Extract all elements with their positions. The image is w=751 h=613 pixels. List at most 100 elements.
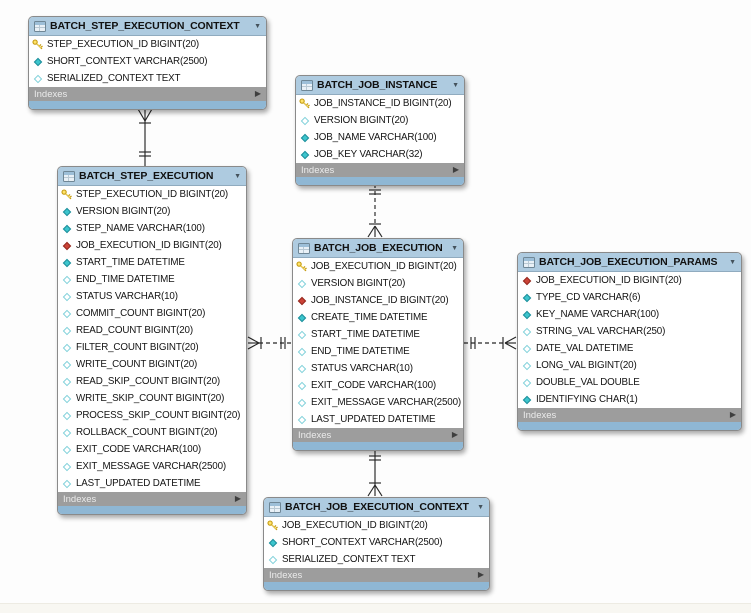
notnull-column-icon bbox=[299, 132, 310, 143]
nullable-column-icon bbox=[521, 377, 532, 388]
table-header[interactable]: BATCH_JOB_INSTANCE▼ bbox=[296, 76, 464, 95]
column-row[interactable]: READ_COUNT BIGINT(20) bbox=[58, 322, 246, 339]
table-batch_job_execution_context: BATCH_JOB_EXECUTION_CONTEXT▼JOB_EXECUTIO… bbox=[263, 497, 490, 591]
column-row[interactable]: FILTER_COUNT BIGINT(20) bbox=[58, 339, 246, 356]
table-bottom-bar bbox=[293, 442, 463, 450]
column-row[interactable]: SHORT_CONTEXT VARCHAR(2500) bbox=[264, 534, 489, 551]
column-row[interactable]: SERIALIZED_CONTEXT TEXT bbox=[264, 551, 489, 568]
nullable-column-icon bbox=[521, 343, 532, 354]
nullable-column-icon bbox=[521, 326, 532, 337]
column-row[interactable]: SERIALIZED_CONTEXT TEXT bbox=[29, 70, 266, 87]
indexes-row[interactable]: Indexes▶ bbox=[296, 163, 464, 177]
collapse-caret-icon[interactable]: ▼ bbox=[254, 22, 261, 30]
indexes-row[interactable]: Indexes▶ bbox=[518, 408, 741, 422]
column-row[interactable]: DOUBLE_VAL DOUBLE bbox=[518, 374, 741, 391]
expand-arrow-icon[interactable]: ▶ bbox=[452, 165, 459, 174]
notnull-column-icon bbox=[61, 223, 72, 234]
column-row[interactable]: READ_SKIP_COUNT BIGINT(20) bbox=[58, 373, 246, 390]
primary-key-icon bbox=[296, 261, 307, 272]
column-row[interactable]: JOB_EXECUTION_ID BIGINT(20) bbox=[518, 272, 741, 289]
connector-rel_jobinstance_jobexec[interactable] bbox=[367, 184, 383, 238]
column-row[interactable]: CREATE_TIME DATETIME bbox=[293, 309, 463, 326]
nullable-column-icon bbox=[296, 414, 307, 425]
connector-rel_jobexec_params[interactable] bbox=[464, 336, 517, 350]
column-row[interactable]: EXIT_CODE VARCHAR(100) bbox=[293, 377, 463, 394]
indexes-row[interactable]: Indexes▶ bbox=[29, 87, 266, 101]
column-row[interactable]: START_TIME DATETIME bbox=[293, 326, 463, 343]
column-row[interactable]: EXIT_MESSAGE VARCHAR(2500) bbox=[58, 458, 246, 475]
column-row[interactable]: IDENTIFYING CHAR(1) bbox=[518, 391, 741, 408]
expand-arrow-icon[interactable]: ▶ bbox=[234, 494, 241, 503]
column-row[interactable]: STEP_NAME VARCHAR(100) bbox=[58, 220, 246, 237]
column-label: JOB_EXECUTION_ID BIGINT(20) bbox=[311, 261, 457, 272]
column-row[interactable]: END_TIME DATETIME bbox=[58, 271, 246, 288]
column-row[interactable]: JOB_KEY VARCHAR(32) bbox=[296, 146, 464, 163]
column-row[interactable]: END_TIME DATETIME bbox=[293, 343, 463, 360]
column-row[interactable]: STEP_EXECUTION_ID BIGINT(20) bbox=[29, 36, 266, 53]
column-row[interactable]: SHORT_CONTEXT VARCHAR(2500) bbox=[29, 53, 266, 70]
column-row[interactable]: JOB_INSTANCE_ID BIGINT(20) bbox=[293, 292, 463, 309]
column-label: EXIT_MESSAGE VARCHAR(2500) bbox=[311, 397, 461, 408]
column-row[interactable]: LAST_UPDATED DATETIME bbox=[293, 411, 463, 428]
indexes-row[interactable]: Indexes▶ bbox=[293, 428, 463, 442]
column-row[interactable]: VERSION BIGINT(20) bbox=[58, 203, 246, 220]
table-header[interactable]: BATCH_JOB_EXECUTION▼ bbox=[293, 239, 463, 258]
collapse-caret-icon[interactable]: ▼ bbox=[452, 81, 459, 89]
connector-rel_jobexec_stepexec[interactable] bbox=[247, 336, 292, 350]
column-row[interactable]: JOB_INSTANCE_ID BIGINT(20) bbox=[296, 95, 464, 112]
collapse-caret-icon[interactable]: ▼ bbox=[451, 244, 458, 252]
column-row[interactable]: STATUS VARCHAR(10) bbox=[293, 360, 463, 377]
indexes-row[interactable]: Indexes▶ bbox=[264, 568, 489, 582]
column-row[interactable]: STEP_EXECUTION_ID BIGINT(20) bbox=[58, 186, 246, 203]
column-label: READ_SKIP_COUNT BIGINT(20) bbox=[76, 376, 220, 387]
column-row[interactable]: DATE_VAL DATETIME bbox=[518, 340, 741, 357]
column-row[interactable]: ROLLBACK_COUNT BIGINT(20) bbox=[58, 424, 246, 441]
column-label: VERSION BIGINT(20) bbox=[311, 278, 406, 289]
column-label: CREATE_TIME DATETIME bbox=[311, 312, 428, 323]
table-header[interactable]: BATCH_JOB_EXECUTION_CONTEXT▼ bbox=[264, 498, 489, 517]
column-row[interactable]: COMMIT_COUNT BIGINT(20) bbox=[58, 305, 246, 322]
expand-arrow-icon[interactable]: ▶ bbox=[729, 410, 736, 419]
connector-rel_stepexec_stepctx[interactable] bbox=[137, 108, 153, 166]
table-header[interactable]: BATCH_JOB_EXECUTION_PARAMS▼ bbox=[518, 253, 741, 272]
column-row[interactable]: VERSION BIGINT(20) bbox=[296, 112, 464, 129]
column-label: STEP_EXECUTION_ID BIGINT(20) bbox=[47, 39, 200, 50]
expand-arrow-icon[interactable]: ▶ bbox=[477, 570, 484, 579]
column-row[interactable]: WRITE_SKIP_COUNT BIGINT(20) bbox=[58, 390, 246, 407]
primary-key-icon bbox=[267, 520, 278, 531]
column-row[interactable]: EXIT_CODE VARCHAR(100) bbox=[58, 441, 246, 458]
column-row[interactable]: WRITE_COUNT BIGINT(20) bbox=[58, 356, 246, 373]
indexes-row[interactable]: Indexes▶ bbox=[58, 492, 246, 506]
column-row[interactable]: LONG_VAL BIGINT(20) bbox=[518, 357, 741, 374]
table-bottom-bar bbox=[296, 177, 464, 185]
column-label: KEY_NAME VARCHAR(100) bbox=[536, 309, 659, 320]
column-row[interactable]: JOB_EXECUTION_ID BIGINT(20) bbox=[264, 517, 489, 534]
column-row[interactable]: JOB_NAME VARCHAR(100) bbox=[296, 129, 464, 146]
table-header[interactable]: BATCH_STEP_EXECUTION▼ bbox=[58, 167, 246, 186]
column-row[interactable]: VERSION BIGINT(20) bbox=[293, 275, 463, 292]
column-row[interactable]: EXIT_MESSAGE VARCHAR(2500) bbox=[293, 394, 463, 411]
column-row[interactable]: KEY_NAME VARCHAR(100) bbox=[518, 306, 741, 323]
column-row[interactable]: JOB_EXECUTION_ID BIGINT(20) bbox=[58, 237, 246, 254]
column-row[interactable]: PROCESS_SKIP_COUNT BIGINT(20) bbox=[58, 407, 246, 424]
nullable-column-icon bbox=[61, 478, 72, 489]
column-label: TYPE_CD VARCHAR(6) bbox=[536, 292, 641, 303]
column-row[interactable]: STATUS VARCHAR(10) bbox=[58, 288, 246, 305]
column-row[interactable]: JOB_EXECUTION_ID BIGINT(20) bbox=[293, 258, 463, 275]
column-row[interactable]: LAST_UPDATED DATETIME bbox=[58, 475, 246, 492]
column-label: JOB_EXECUTION_ID BIGINT(20) bbox=[76, 240, 222, 251]
expand-arrow-icon[interactable]: ▶ bbox=[451, 430, 458, 439]
table-batch_job_execution: BATCH_JOB_EXECUTION▼ JOB_EXECUTION_ID BIG… bbox=[292, 238, 464, 451]
collapse-caret-icon[interactable]: ▼ bbox=[477, 503, 484, 511]
column-row[interactable]: STRING_VAL VARCHAR(250) bbox=[518, 323, 741, 340]
expand-arrow-icon[interactable]: ▶ bbox=[254, 89, 261, 98]
collapse-caret-icon[interactable]: ▼ bbox=[729, 258, 736, 266]
column-label: SHORT_CONTEXT VARCHAR(2500) bbox=[282, 537, 443, 548]
collapse-caret-icon[interactable]: ▼ bbox=[234, 172, 241, 180]
connector-rel_jobexec_jobctx[interactable] bbox=[367, 448, 383, 497]
column-row[interactable]: TYPE_CD VARCHAR(6) bbox=[518, 289, 741, 306]
column-row[interactable]: START_TIME DATETIME bbox=[58, 254, 246, 271]
nullable-column-icon bbox=[296, 329, 307, 340]
table-header[interactable]: BATCH_STEP_EXECUTION_CONTEXT▼ bbox=[29, 17, 266, 36]
